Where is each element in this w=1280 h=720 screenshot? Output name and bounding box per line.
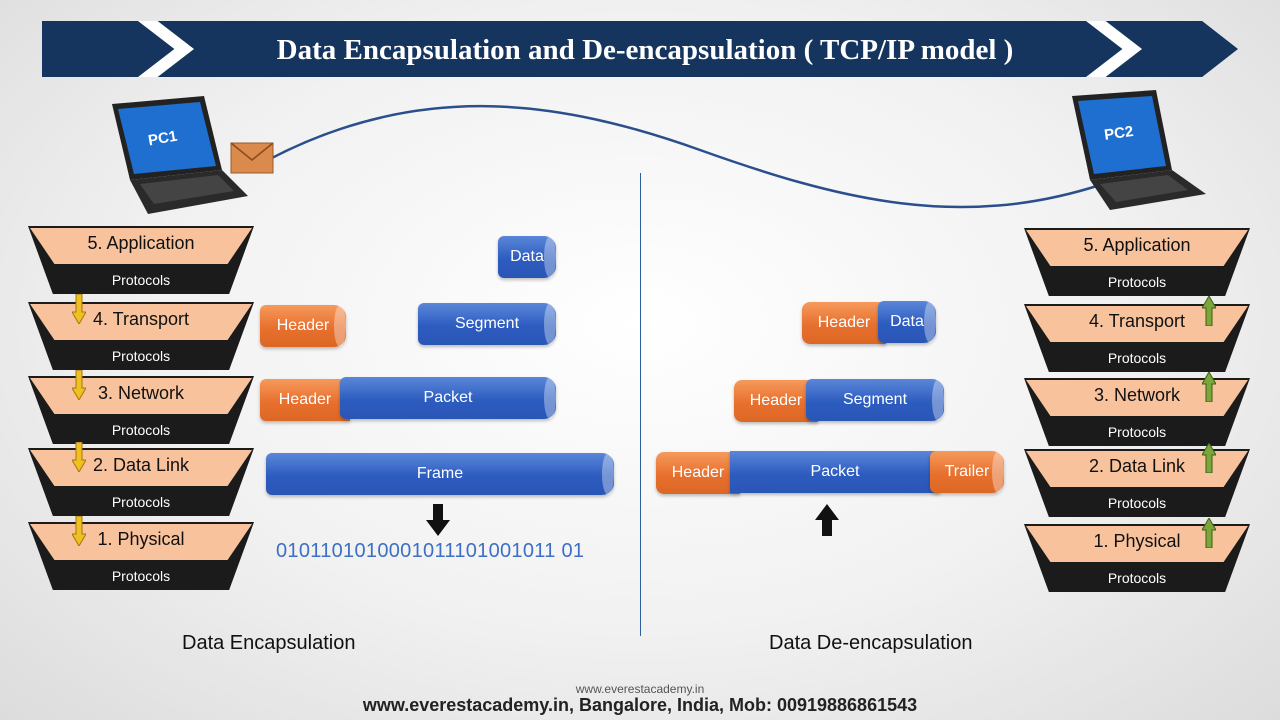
down-arrow-icon [72, 442, 86, 472]
pc1-label: PC1 [147, 128, 179, 150]
encap-transport-header: Header [260, 305, 346, 347]
decap-header-3: Header [656, 452, 740, 494]
layer-name: 2. Data Link [92, 455, 190, 475]
layer-protocols: Protocols [111, 348, 171, 364]
section-divider [640, 173, 641, 636]
layer-name: 1. Physical [1093, 531, 1181, 551]
decap-trailer: Trailer [930, 451, 1004, 493]
decap-segment: Segment [806, 379, 944, 421]
up-arrow-icon [1202, 372, 1216, 402]
bit-stream: 0101101010001011101001011 01 [276, 540, 585, 562]
layer-name: 5. Application [87, 233, 195, 253]
decap-packet: Packet [730, 451, 940, 493]
left-layer-application: 5. Application Protocols [28, 226, 254, 294]
down-arrow-bits-icon [426, 504, 450, 536]
laptop-pc2-icon: PC2 [1072, 90, 1206, 210]
layer-protocols: Protocols [1107, 274, 1167, 290]
left-layer-datalink: 2. Data Link Protocols [28, 442, 254, 516]
decap-header-1: Header [802, 302, 886, 344]
envelope-icon [230, 142, 274, 174]
right-layer-transport: 4. Transport Protocols [1024, 296, 1250, 372]
layer-protocols: Protocols [1107, 495, 1167, 511]
layer-name: 3. Network [97, 383, 185, 403]
layer-name: 5. Application [1083, 235, 1191, 255]
layer-protocols: Protocols [1107, 350, 1167, 366]
footer-contact: www.everestacademy.in, Bangalore, India,… [362, 695, 918, 715]
right-layer-application: 5. Application Protocols [1024, 228, 1250, 296]
down-arrow-icon [72, 370, 86, 400]
laptop-pc1-icon: PC1 [112, 96, 248, 214]
left-layer-transport: 4. Transport Protocols [28, 294, 254, 370]
down-arrow-icon [72, 516, 86, 546]
left-layer-network: 3. Network Protocols [28, 370, 254, 444]
encap-segment: Segment [418, 303, 556, 345]
encap-data: Data [498, 236, 556, 278]
pc2-label: PC2 [1103, 123, 1134, 144]
layer-protocols: Protocols [111, 272, 171, 288]
footer-website-small: www.everestacademy.in [575, 682, 705, 696]
deencapsulation-caption: Data De-encapsulation [769, 632, 973, 654]
encap-network-header: Header [260, 379, 350, 421]
encap-frame: Frame [266, 453, 614, 495]
layer-protocols: Protocols [111, 568, 171, 584]
right-layer-datalink: 2. Data Link Protocols [1024, 443, 1250, 517]
layer-protocols: Protocols [1107, 570, 1167, 586]
decap-data: Data [878, 301, 936, 343]
layer-name: 4. Transport [92, 309, 190, 329]
up-arrow-bits-icon [815, 504, 839, 536]
up-arrow-icon [1202, 443, 1216, 473]
down-arrow-icon [72, 294, 86, 324]
layer-protocols: Protocols [111, 422, 171, 438]
encap-packet: Packet [340, 377, 556, 419]
title-banner [42, 21, 1238, 77]
page-title: Data Encapsulation and De-encapsulation … [276, 34, 1014, 66]
decap-header-2: Header [734, 380, 818, 422]
right-layer-physical: 1. Physical Protocols [1024, 518, 1250, 592]
left-layer-physical: 1. Physical Protocols [28, 516, 254, 590]
up-arrow-icon [1202, 518, 1216, 548]
right-layer-network: 3. Network Protocols [1024, 372, 1250, 446]
up-arrow-icon [1202, 296, 1216, 326]
layer-name: 4. Transport [1088, 311, 1186, 331]
layer-protocols: Protocols [111, 494, 171, 510]
layer-name: 3. Network [1093, 385, 1181, 405]
layer-name: 1. Physical [97, 529, 185, 549]
encapsulation-caption: Data Encapsulation [182, 632, 356, 654]
layer-name: 2. Data Link [1088, 456, 1186, 476]
layer-protocols: Protocols [1107, 424, 1167, 440]
